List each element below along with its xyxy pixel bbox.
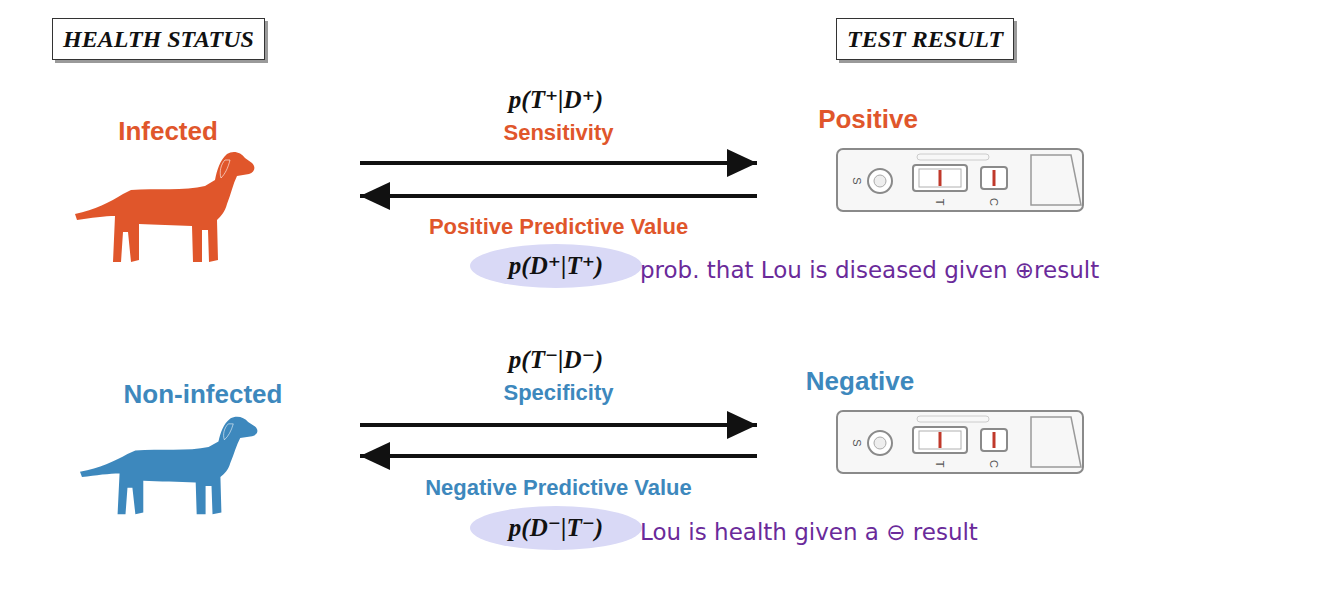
cassette-slot [917, 416, 989, 422]
status-node: Non-infected [70, 378, 360, 520]
status-label: Infected [70, 115, 266, 147]
control-window [981, 167, 1007, 189]
cassette-letter: S [851, 177, 863, 184]
header-text: TEST RESULT [847, 25, 1003, 53]
dog-ear [220, 160, 230, 178]
sample-well [868, 431, 892, 455]
cassette-letter: S [851, 439, 863, 446]
control-line [993, 432, 996, 448]
cassette-body [837, 411, 1083, 473]
edge-label: Sensitivity [503, 120, 613, 146]
sample-well-inner [874, 175, 886, 187]
probability-formula: p(D⁺|T⁺) [509, 251, 603, 281]
result-node: Negative [757, 365, 1092, 475]
control-window [981, 429, 1007, 451]
arrow-connector [360, 454, 757, 458]
arrow-connector [360, 423, 757, 427]
header-text: HEALTH STATUS [63, 25, 254, 53]
status-label: Positive [757, 103, 979, 135]
dog-ear [224, 424, 234, 440]
probability-formula: p(D⁻|T⁻) [509, 513, 603, 543]
arrow-connector [360, 161, 757, 165]
cassette-pad [1031, 155, 1081, 205]
control-line [993, 170, 996, 186]
status-label: Negative [757, 365, 963, 397]
test-cassette [835, 145, 1087, 215]
header-box: TEST RESULT [836, 18, 1014, 60]
edge-label: Specificity [503, 380, 613, 406]
dog-illustration [75, 150, 255, 265]
result-node: Positive [757, 103, 1092, 220]
handwritten-note: Lou is health given a ⊖ result [640, 518, 978, 546]
edge-label: Positive Predictive Value [429, 214, 688, 240]
cassette-body [837, 149, 1083, 211]
header-box: HEALTH STATUS [52, 18, 265, 60]
test-window [913, 427, 967, 453]
formula-highlight [470, 244, 642, 288]
dog-silhouette [75, 152, 254, 262]
sample-well-inner [874, 437, 886, 449]
test-line [939, 432, 942, 448]
cassette-pad [1031, 417, 1081, 467]
test-line [939, 170, 942, 186]
status-label: Non-infected [70, 378, 336, 410]
cassette-letter: T [934, 461, 946, 468]
cassette-letter: C [988, 198, 1000, 206]
test-window [913, 165, 967, 191]
test-cassette [835, 407, 1087, 477]
sample-well [868, 169, 892, 193]
probability-formula: p(T⁻|D⁻) [509, 345, 603, 375]
test-window-inner [919, 431, 961, 449]
probability-formula: p(T⁺|D⁺) [509, 85, 603, 115]
edge-label: Negative Predictive Value [425, 475, 692, 501]
arrow-connector [360, 194, 757, 198]
dog-silhouette [80, 417, 257, 515]
test-window-inner [919, 169, 961, 187]
handwritten-note: prob. that Lou is diseased given ⊕result [640, 256, 1099, 284]
cassette-letter: T [934, 199, 946, 206]
cassette-letter: C [988, 460, 1000, 468]
cassette-slot [917, 154, 989, 160]
formula-highlight [470, 506, 642, 550]
status-node: Infected [70, 115, 360, 270]
dog-illustration [80, 415, 258, 517]
